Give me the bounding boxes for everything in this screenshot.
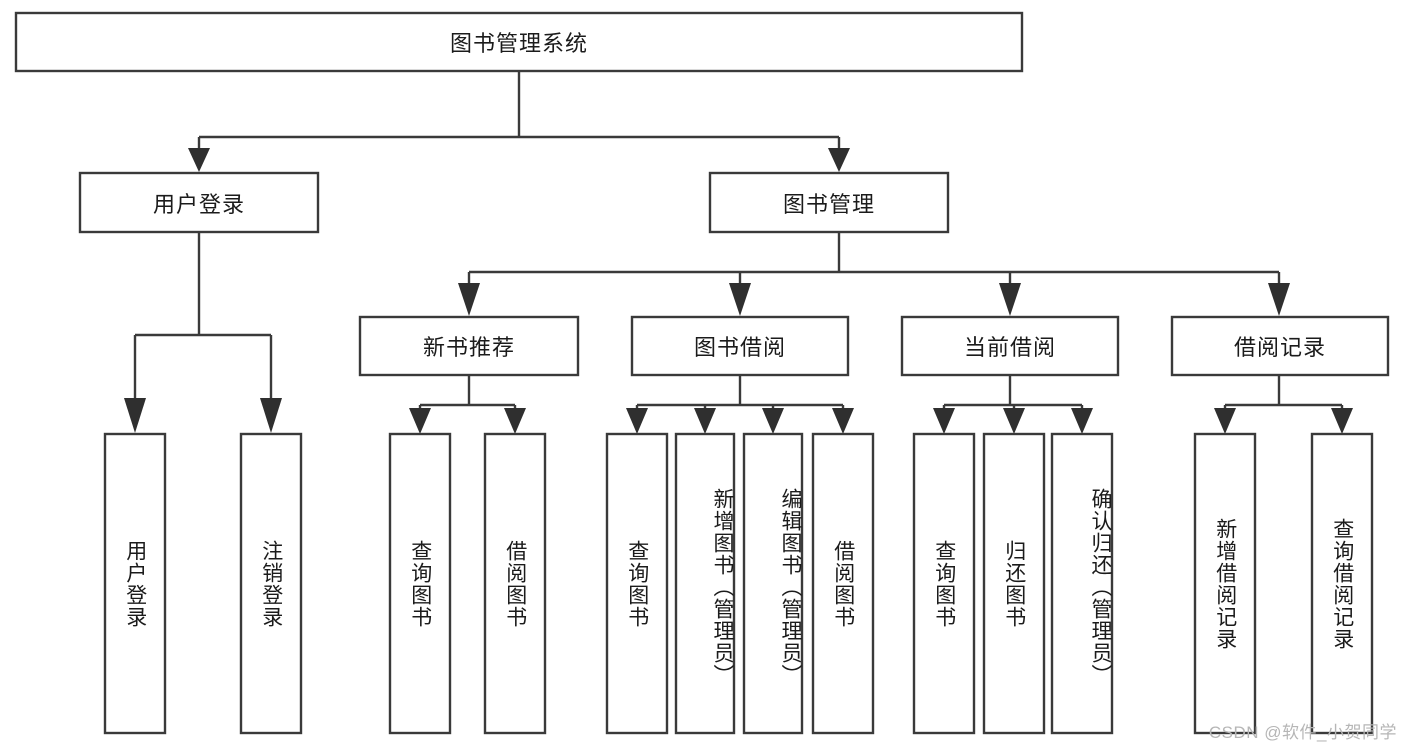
leaf-borrow-record-0[interactable] bbox=[1193, 432, 1257, 735]
connector-current-borrow-to-leaves bbox=[933, 375, 1093, 434]
leaf-book-borrow-0[interactable] bbox=[605, 432, 669, 735]
connector-borrow-record-to-leaves bbox=[1214, 375, 1353, 434]
leaf-current-borrow-1[interactable] bbox=[982, 432, 1046, 735]
node-root[interactable] bbox=[14, 11, 1024, 73]
leaf-user-login-1[interactable] bbox=[239, 432, 303, 735]
leaf-borrow-record-1[interactable] bbox=[1310, 432, 1374, 735]
connector-new-book-to-leaves bbox=[409, 375, 526, 434]
leaf-current-borrow-0[interactable] bbox=[912, 432, 976, 735]
connector-book-manage-to-level2 bbox=[458, 232, 1290, 316]
node-user-login[interactable] bbox=[78, 171, 320, 234]
leaf-new-book-0[interactable] bbox=[388, 432, 452, 735]
connector-book-borrow-to-leaves bbox=[626, 375, 854, 434]
connector-user-login-to-leaves bbox=[124, 232, 282, 433]
node-book-borrow[interactable] bbox=[630, 315, 850, 377]
leaf-user-login-0[interactable] bbox=[103, 432, 167, 735]
leaf-book-borrow-2[interactable] bbox=[742, 432, 804, 735]
leaf-new-book-1[interactable] bbox=[483, 432, 547, 735]
watermark: CSDN @软件_小贺同学 bbox=[1208, 723, 1397, 742]
leaf-book-borrow-3[interactable] bbox=[811, 432, 875, 735]
node-book-manage[interactable] bbox=[708, 171, 950, 234]
leaf-book-borrow-1[interactable] bbox=[674, 432, 736, 735]
node-borrow-record[interactable] bbox=[1170, 315, 1390, 377]
node-current-borrow[interactable] bbox=[900, 315, 1120, 377]
connector-root-to-level1 bbox=[188, 71, 850, 172]
node-new-book-recommend[interactable] bbox=[358, 315, 580, 377]
leaf-current-borrow-2[interactable] bbox=[1050, 432, 1114, 735]
